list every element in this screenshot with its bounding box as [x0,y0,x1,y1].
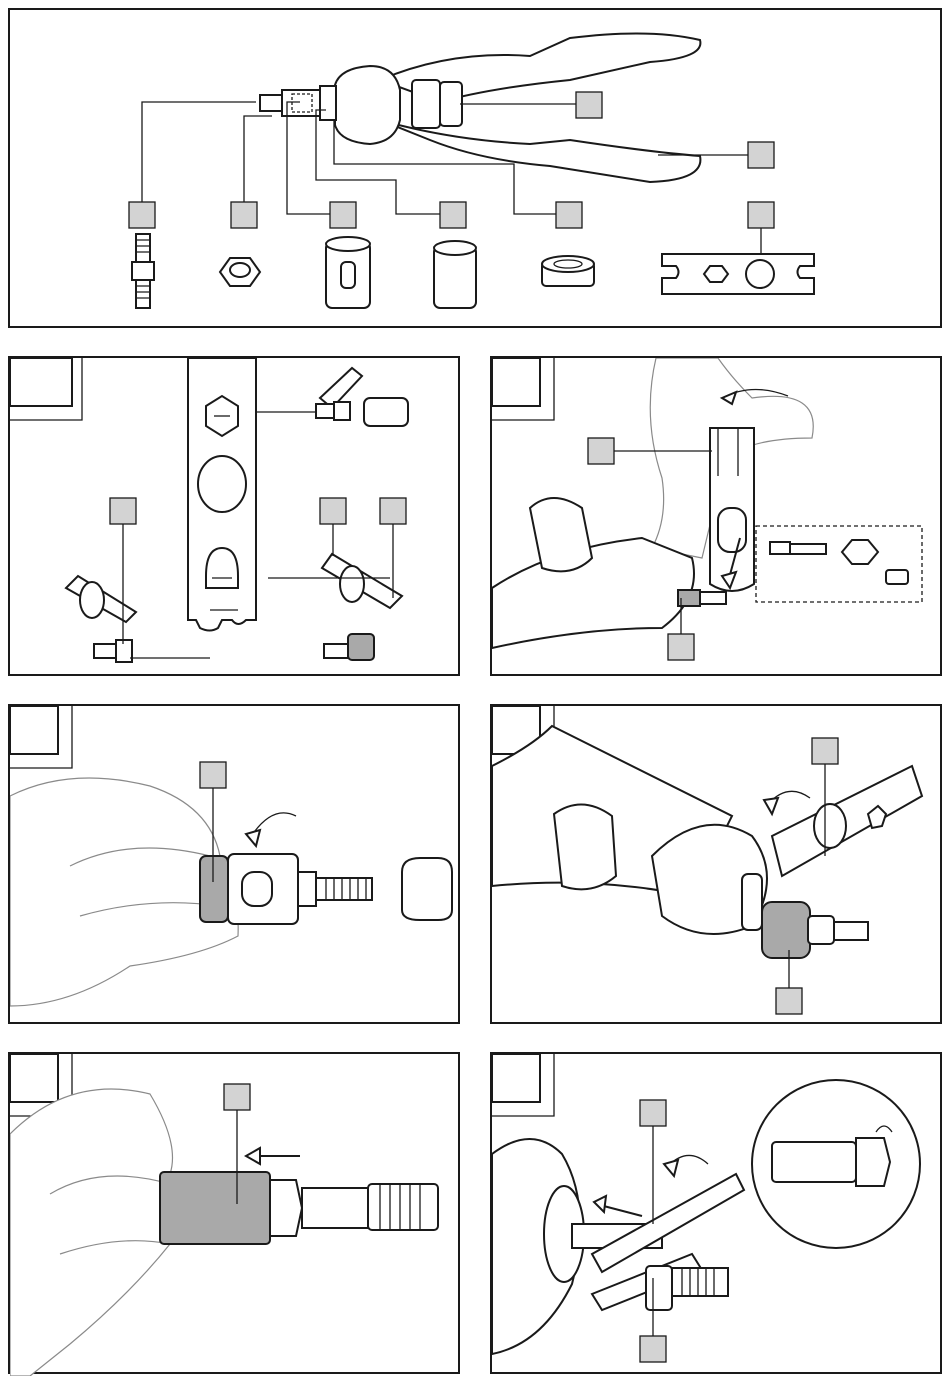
callout-box [129,202,155,228]
callout-box [224,1084,250,1110]
step-panel-2 [490,356,942,676]
step-panel-5 [8,1052,460,1374]
callout-box [330,202,356,228]
overview-drawing [10,10,944,330]
callout-box [812,738,838,764]
pliers-collar [320,86,336,120]
washer-part [542,256,594,286]
overview-panel [8,8,942,328]
slotted-sleeve-part [326,237,370,308]
step-panel-6 [490,1052,942,1374]
step-4-drawing [492,706,944,1026]
callout-box [380,498,406,524]
callout-box [556,202,582,228]
wrench-part [662,254,814,294]
pliers-lower-handle [380,120,700,182]
step-2-drawing [492,358,944,678]
callout-box [588,438,614,464]
callout-box [668,634,694,660]
mandrel-part [132,234,154,308]
wrench-step4 [772,766,922,876]
pliers-tip [260,95,282,111]
pliers-head [335,66,400,144]
step-panel-4 [490,704,942,1024]
callout-box [576,92,602,118]
step-3-drawing [10,706,462,1026]
callout-box [640,1100,666,1126]
step-5-drawing [10,1054,462,1376]
hex-nut-part [220,258,260,286]
callout-box [776,988,802,1014]
step-panel-3 [8,704,460,1024]
callout-box [200,762,226,788]
pliers-sleeve [282,90,320,116]
callout-box [640,1336,666,1362]
callout-box [748,202,774,228]
step-1-drawing [10,358,462,678]
callout-box [231,202,257,228]
callout-box [110,498,136,524]
callout-box [440,202,466,228]
callout-box [748,142,774,168]
callout-box [320,498,346,524]
step-6-drawing [492,1054,944,1376]
pliers-pivot [440,82,462,126]
step-panel-1 [8,356,460,676]
plain-sleeve-part [434,241,476,308]
